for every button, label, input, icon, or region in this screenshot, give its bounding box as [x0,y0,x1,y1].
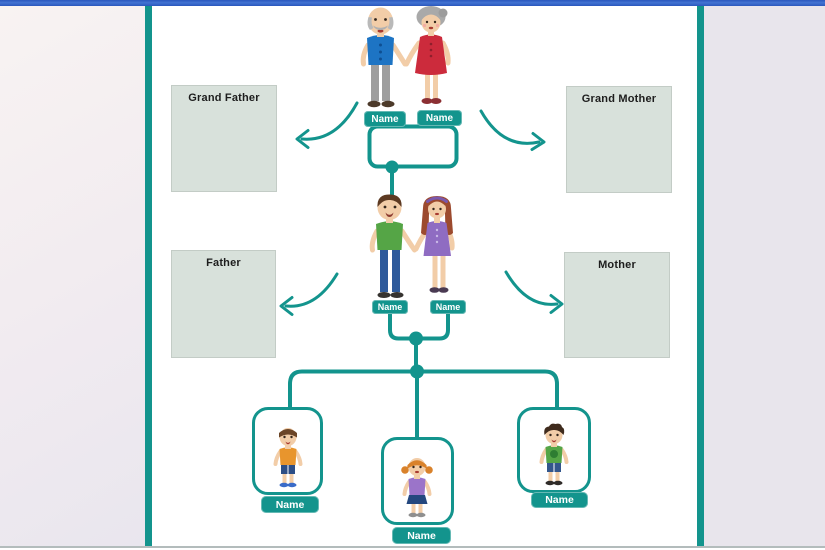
left-background-panel [0,6,145,546]
father-illustration [369,194,417,298]
arrow-to-mother-head [549,294,564,314]
children-junction-dot [410,364,424,379]
grandparents-couple-bracket [367,124,459,169]
parents-junction-dot [409,331,423,346]
boy-green-shirt-illustration [539,423,569,486]
grandparents-junction-dot [385,160,399,174]
arrow-to-grandmother-head [530,132,546,151]
grandfather-name-tag[interactable]: Name [364,111,406,127]
right-background-panel [704,6,825,546]
arrow-to-mother [504,270,559,306]
child-left-name-tag[interactable]: Name [261,496,319,513]
child-right-name-tag[interactable]: Name [531,492,588,508]
children-rail [288,369,559,410]
mother-photo-placeholder[interactable]: Mother [564,252,670,358]
canvas-frame-left [145,6,152,546]
arrow-to-father [284,272,339,308]
bottom-divider-line [0,546,825,548]
father-name-tag[interactable]: Name [372,300,408,314]
grandfather-label: Grand Father [188,92,260,104]
boy-orange-shirt-illustration [273,428,303,488]
arrow-to-grandfather-head [295,129,310,149]
top-blue-bar [0,0,825,6]
child-left-frame[interactable] [252,407,323,495]
grandmother-name-tag[interactable]: Name [417,110,462,126]
canvas-frame-right [697,6,704,546]
arrow-to-grandmother [479,109,541,145]
grandfather-photo-placeholder[interactable]: Grand Father [171,85,277,192]
grandparents-couple-illustration [360,6,451,108]
grandfather-illustration [360,7,408,108]
father-join-line [388,310,418,341]
girl-purple-shirt-illustration [401,458,433,518]
arrow-to-grandfather [300,101,359,141]
father-photo-placeholder[interactable]: Father [171,250,276,358]
grandmother-label: Grand Mother [581,93,657,105]
parents-couple-illustration [369,194,455,298]
father-label: Father [206,257,241,269]
child-middle-name-tag[interactable]: Name [392,527,451,544]
mother-join-line [414,310,450,341]
mother-name-tag[interactable]: Name [430,300,466,314]
mother-label: Mother [598,259,636,271]
grandmother-photo-placeholder[interactable]: Grand Mother [566,86,672,193]
grandmother-illustration [404,6,451,104]
arrow-to-father-head [279,296,294,316]
mother-illustration [413,196,455,293]
